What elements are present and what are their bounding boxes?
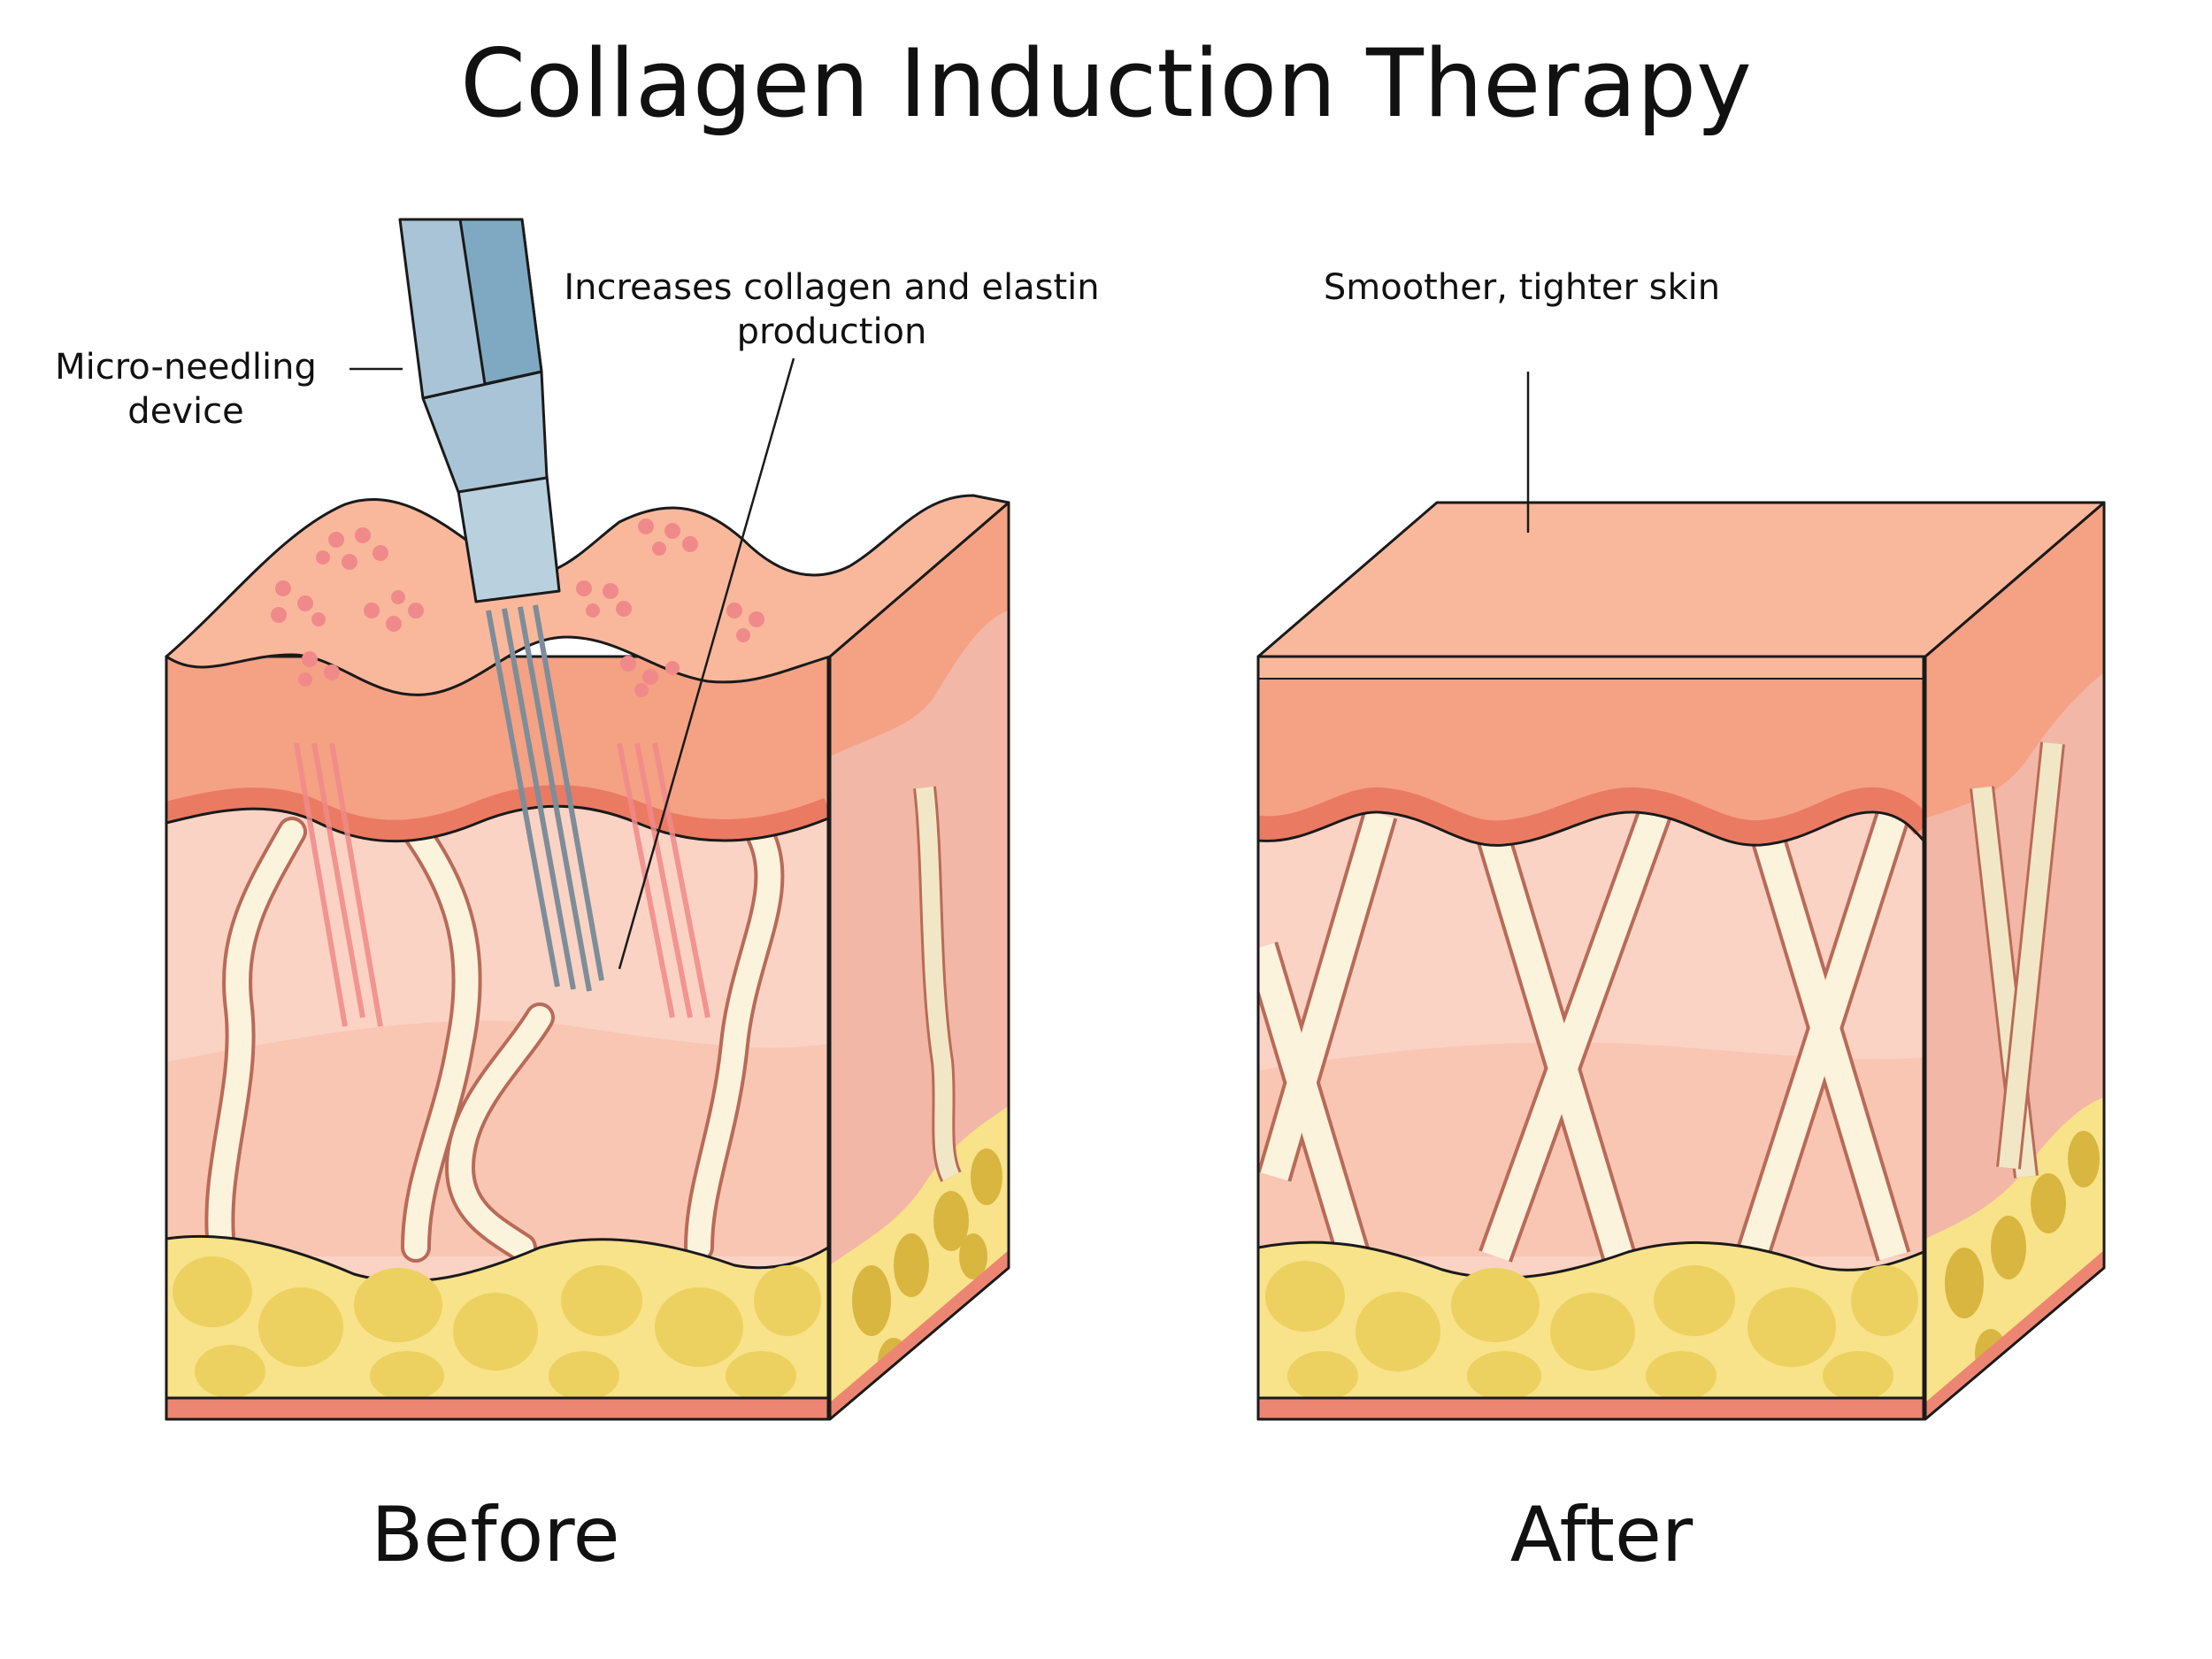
label-collagen-production: Increases collagen and elastin productio… (564, 267, 1100, 352)
skin-block-before-icon (165, 494, 1010, 1421)
micro-needling-device-icon (398, 218, 604, 992)
label-after: After (1509, 1491, 1694, 1579)
skin-block-after-icon (1256, 501, 2106, 1421)
label-micro-needling-device: Micro-needling device (55, 347, 317, 432)
diagram-title: Collagen Induction Therapy (460, 29, 1752, 138)
label-smoother-skin: Smoother, tighter skin (1323, 267, 1721, 308)
label-before: Before (371, 1491, 620, 1579)
leader-lines (349, 357, 1530, 970)
